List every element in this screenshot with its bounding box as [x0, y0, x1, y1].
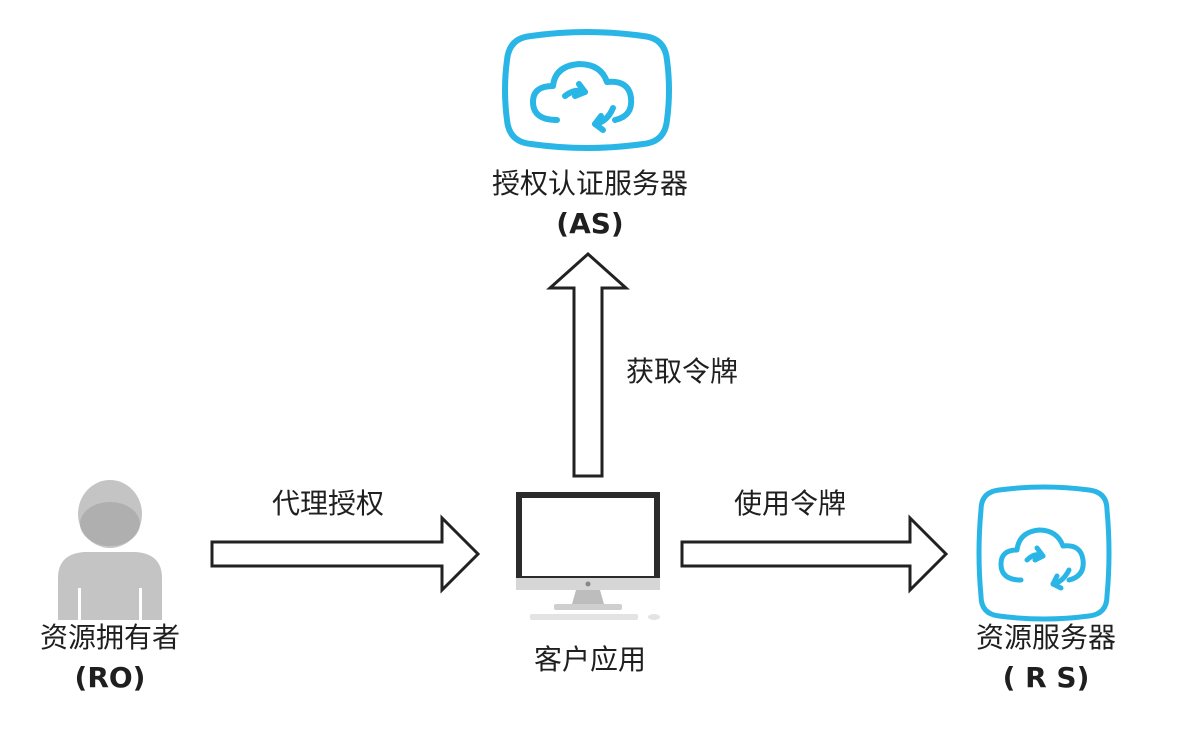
auth-server-abbr: (AS)	[556, 207, 624, 240]
resource-owner-abbr: (RO)	[74, 661, 146, 694]
monitor-icon	[516, 492, 660, 620]
get-token-arrow	[546, 251, 630, 478]
resource-server-abbr: ( R S)	[1002, 661, 1090, 694]
user-icon	[58, 480, 162, 620]
resource-owner-name: 资源拥有者	[39, 621, 180, 654]
auth-server-name: 授权认证服务器	[491, 167, 688, 200]
auth-server-cloud-icon	[502, 29, 672, 151]
use-token-arrow	[680, 514, 949, 594]
resource-server-cloud-icon	[976, 484, 1112, 622]
resource-server-name: 资源服务器	[975, 621, 1116, 654]
use-token-label: 使用令牌	[733, 487, 846, 520]
delegate-label: 代理授权	[271, 487, 384, 520]
client-app-name: 客户应用	[533, 643, 646, 676]
get-token-label: 获取令牌	[625, 355, 738, 388]
delegate-arrow	[210, 514, 481, 594]
